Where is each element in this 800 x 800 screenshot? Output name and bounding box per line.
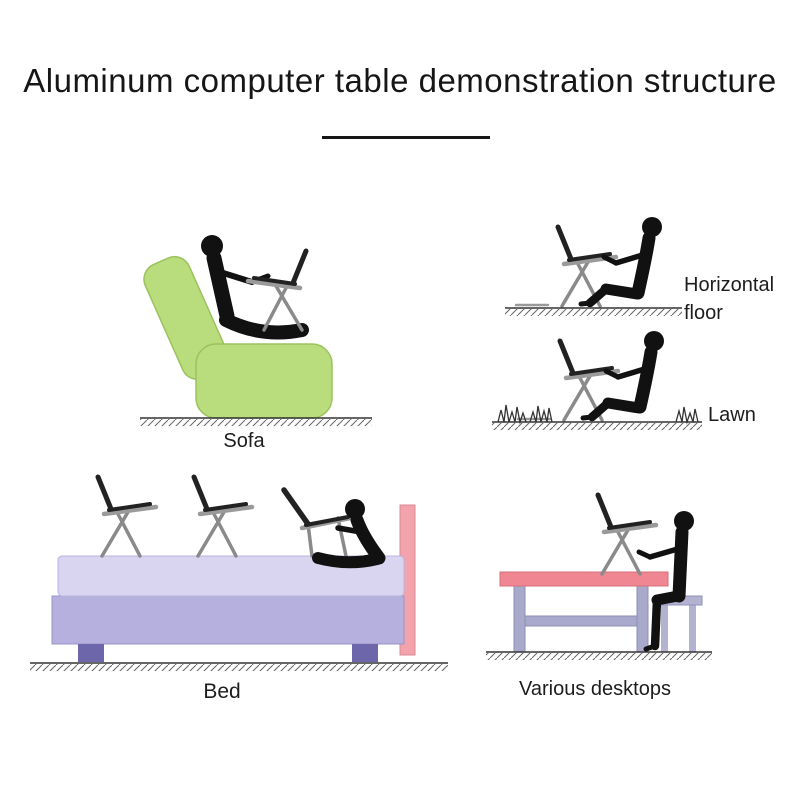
person-head xyxy=(674,511,694,531)
laptop-stand xyxy=(598,495,656,574)
desktops-label: Various desktops xyxy=(519,678,671,700)
person-figure xyxy=(636,511,694,652)
horizontal-floor-label: Horizontal floor xyxy=(684,274,775,324)
grass-tuft xyxy=(675,406,699,425)
bed-foot xyxy=(78,644,104,662)
page-title: Aluminum computer table demonstration st… xyxy=(23,62,777,99)
sofa-scene xyxy=(140,235,372,426)
laptop-stand xyxy=(194,477,252,556)
title-underline xyxy=(322,136,490,139)
table-leg xyxy=(636,584,649,653)
person-head xyxy=(345,499,365,519)
desktops-scene xyxy=(486,495,712,660)
laptop-stand xyxy=(248,251,306,330)
sofa-label: Sofa xyxy=(223,430,265,452)
table-leg xyxy=(513,584,526,653)
tilted-laptop-stand xyxy=(281,487,353,558)
sofa-seat xyxy=(195,343,333,419)
grass-tuft xyxy=(529,405,553,423)
bed-mattress xyxy=(57,555,405,597)
bed-scene xyxy=(30,477,448,671)
lawn-label: Lawn xyxy=(708,404,756,426)
bed-label: Bed xyxy=(203,680,241,703)
ground-hatch xyxy=(486,653,712,660)
horizontal-floor-scene xyxy=(505,217,682,316)
table-top xyxy=(499,571,669,587)
bed-foot xyxy=(352,644,378,662)
grass-tuft xyxy=(497,404,527,425)
stool-leg xyxy=(661,605,668,652)
laptop-stand xyxy=(98,477,156,556)
ground-hatch xyxy=(492,423,702,430)
ground-hatch xyxy=(30,664,448,671)
lawn-scene xyxy=(492,331,702,430)
ground-hatch xyxy=(505,309,682,316)
ground-hatch xyxy=(140,419,372,426)
bed-frame xyxy=(51,595,405,645)
person-figure xyxy=(312,499,386,569)
table-crossbar xyxy=(524,615,638,627)
stool-leg xyxy=(689,605,696,652)
